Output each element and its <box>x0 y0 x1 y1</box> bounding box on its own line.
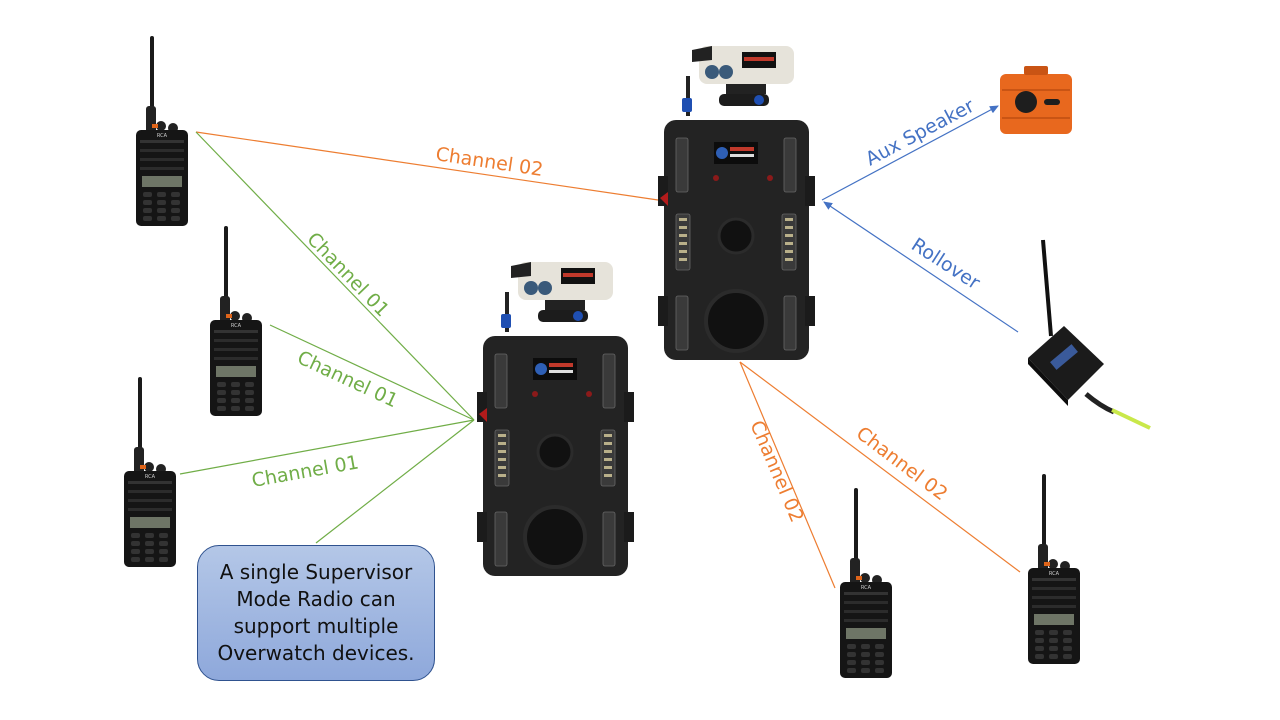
radio-bottom-right <box>1028 474 1080 664</box>
label-channel-02-vertical: Channel 02 <box>745 417 808 525</box>
label-channel-02-right: Channel 02 <box>852 422 952 505</box>
label-channel-01-middle: Channel 01 <box>294 347 401 413</box>
link-radio-left-middle-to-unit-front <box>269 324 475 421</box>
aux-speaker <box>1000 66 1072 134</box>
link-supervisor-to-unit-front <box>195 131 475 421</box>
link-radio-left-bottom-to-unit-front <box>179 419 475 475</box>
overwatch-unit-back <box>656 44 817 362</box>
label-aux-speaker: Aux Speaker <box>862 95 978 171</box>
radio-left-middle <box>210 226 262 416</box>
label-channel-01-diagonal: Channel 01 <box>302 228 393 321</box>
link-supervisor-to-unit-back <box>195 131 659 201</box>
link-unit-back-to-radio-bottom-center <box>739 361 836 589</box>
link-aux-speaker-arrow <box>821 105 999 201</box>
link-callout-to-unit-front <box>315 419 475 544</box>
supervisor-note-callout: A single Supervisor Mode Radio can suppo… <box>197 545 435 681</box>
label-rollover: Rollover <box>907 234 984 294</box>
callout-text: A single Supervisor Mode Radio can suppo… <box>217 560 415 665</box>
overwatch-unit-front <box>475 260 636 578</box>
link-rollover-arrow <box>823 201 1019 333</box>
radio-left-bottom <box>124 377 176 567</box>
link-unit-back-to-radio-bottom-right <box>739 361 1021 573</box>
supervisor-radio <box>136 36 188 226</box>
rollover-sensor <box>1028 239 1151 430</box>
radio-bottom-center <box>840 488 892 678</box>
